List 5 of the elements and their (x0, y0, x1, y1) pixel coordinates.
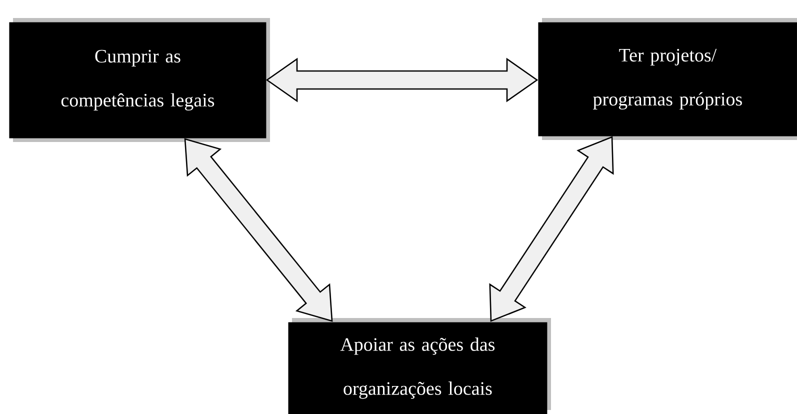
block-arrow (184, 138, 333, 322)
text-box: Cumprir as competências legais (9, 18, 270, 142)
text-box: Apoiar as ações das organizações locais (288, 318, 551, 414)
text-box: Ter projetos/ programas próprios (538, 18, 797, 140)
block-arrow (489, 136, 614, 322)
